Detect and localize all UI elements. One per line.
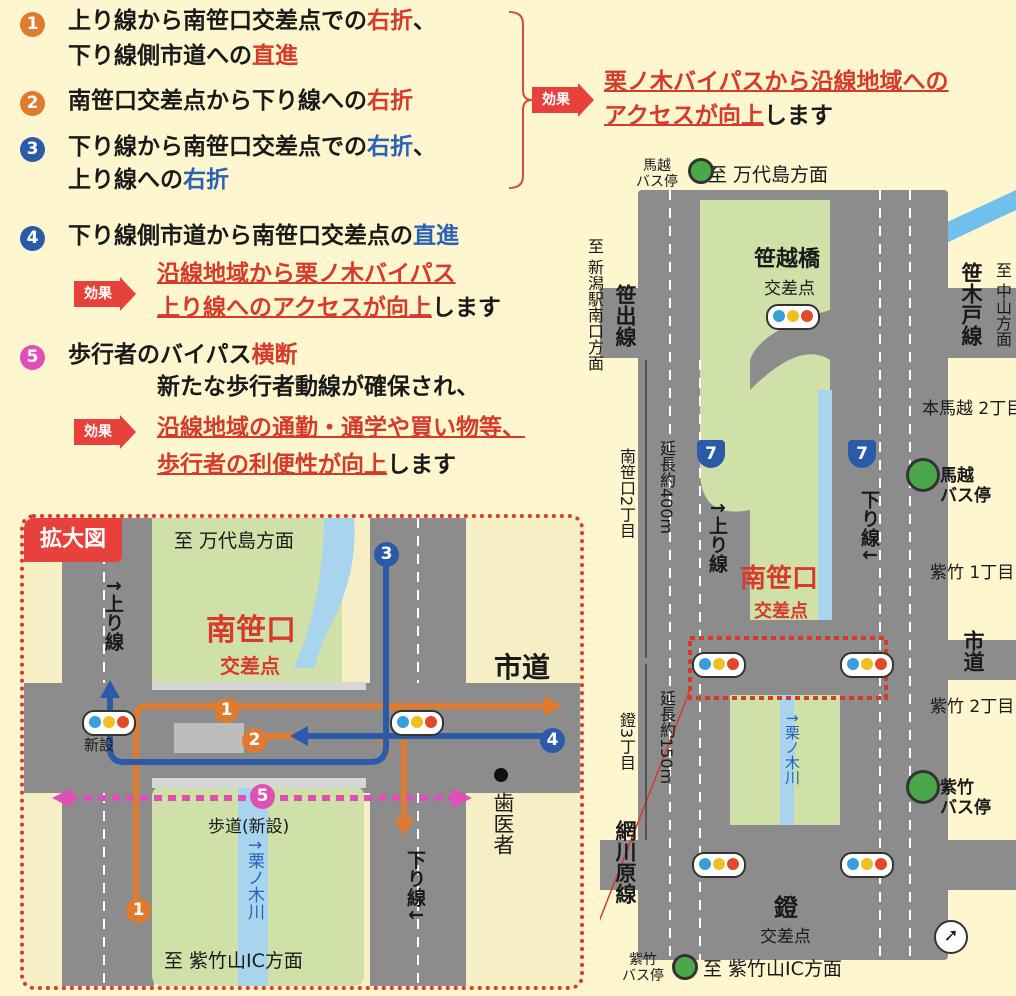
map-minami-sasaguchi: 南笹口2丁目 <box>617 448 636 539</box>
dentist-marker <box>494 768 508 782</box>
inset-route4-marker: 4 <box>540 728 565 753</box>
inset-up-line: ↑上り線 <box>102 578 124 651</box>
map-abumi-sub: 交差点 <box>760 927 811 947</box>
map-bottom-direction: 至 紫竹山IC方面 <box>703 958 842 980</box>
magoshi-bus-stop-icon <box>906 458 940 492</box>
inset-route1-marker: 1 <box>214 698 239 723</box>
map-city-road: 市道 <box>961 630 985 672</box>
north-arrow-icon: ➚ <box>934 920 968 954</box>
item1-number: 1 <box>20 12 45 37</box>
inset-route2-marker: 2 <box>242 728 267 753</box>
effect1-line2: アクセスが向上します <box>604 103 833 129</box>
map-shichiku1: 紫竹 1丁目 <box>930 563 1015 583</box>
map-sasade-line: 笹出線 <box>613 284 637 347</box>
inset-dentist: 歯医者 <box>491 792 515 855</box>
signal-abumi-left <box>692 852 746 878</box>
map-river: ↑栗ノ木川 <box>783 712 801 785</box>
item2-line1: 南笹口交差点から下り線への右折 <box>68 88 413 114</box>
effect-badge-5: 効果 <box>74 415 136 449</box>
item5-number: 5 <box>20 345 45 370</box>
bus-stop-bottom-label: 紫竹 バス停 <box>622 952 664 984</box>
effect-badge-1: 効果 <box>532 83 594 117</box>
map-kagi3: 鐙3丁目 <box>617 712 636 771</box>
inset-route5-marker: 5 <box>250 784 275 809</box>
inset-route1-marker-start: 1 <box>126 898 151 923</box>
inset-river: ↑栗ノ木川 <box>244 838 264 921</box>
map-honmagoshi: 本馬越 2丁目 <box>922 399 1016 419</box>
item4-line1: 下り線側市道から南笹口交差点の直進 <box>68 223 459 249</box>
inset-down-line: 下り線↓ <box>404 850 426 923</box>
item1-line1: 上り線から南笹口交差点での右折、 <box>68 8 436 34</box>
overview-map <box>600 190 1016 960</box>
route-shield-down: 7 <box>848 440 876 468</box>
effect-badge-4: 効果 <box>74 277 136 311</box>
inset-map: 1 1 2 3 4 5 拡大図 至 万代島方面 至 紫竹山IC方面 ↑上り線 下… <box>20 514 584 990</box>
map-top-direction: 至 万代島方面 <box>708 164 829 186</box>
inset-intersection-name: 南笹口 <box>206 613 296 648</box>
signal-minami-right <box>840 652 894 678</box>
traffic-signal <box>390 710 444 736</box>
effect4-line2: 上り線へのアクセスが向上します <box>157 295 501 321</box>
map-shichiku2: 紫竹 2丁目 <box>930 697 1015 717</box>
inset-city-road: 市道 <box>494 651 551 684</box>
map-sasagoshi-sub: 交差点 <box>764 279 815 299</box>
effect5-line1: 沿線地域の通勤・通学や買い物等、 <box>157 415 525 441</box>
map-length-150: 延長約150m <box>657 690 676 785</box>
bus-stop-top-icon <box>688 158 714 184</box>
inset-title: 拡大図 <box>24 518 122 562</box>
item3-number: 3 <box>20 137 45 162</box>
map-abumi: 鐙 <box>774 894 798 922</box>
traffic-signal-new <box>82 710 136 736</box>
signal-abumi-right <box>840 852 894 878</box>
effect1-line1: 栗ノ木バイパスから沿線地域への <box>604 69 949 95</box>
map-intersection-name: 南笹口 <box>740 564 819 594</box>
item2-number: 2 <box>20 91 45 116</box>
map-left-direction: 至 新潟駅南口方面 <box>585 238 604 372</box>
bus-stop-bottom-icon <box>672 954 698 980</box>
effect5-line2: 歩行者の利便性が向上します <box>157 452 456 478</box>
signal-minami-left <box>692 652 746 678</box>
route-shield-up: 7 <box>697 440 725 468</box>
item1-line2: 下り線側市道への直進 <box>68 43 298 69</box>
inset-top-direction: 至 万代島方面 <box>174 530 295 552</box>
map-up-line: ↑上り線 <box>706 500 728 573</box>
inset-new-signal: 新設 <box>84 736 115 754</box>
map-down-line: 下り線↓ <box>858 490 880 563</box>
map-amikawara-line: 網川原線 <box>613 820 637 904</box>
signal-sasagoshi <box>766 304 820 330</box>
item3-line1: 下り線から南笹口交差点での右折、 <box>68 134 436 160</box>
map-right-direction: 至 中山方面 <box>993 262 1012 348</box>
effect4-line1: 沿線地域から栗ノ木バイパス <box>157 261 456 287</box>
item5-line1: 歩行者のバイパス横断 <box>68 342 298 368</box>
magoshi-bus-stop-label: 馬越 バス停 <box>940 466 991 506</box>
shichiku-bus-stop-icon <box>906 770 940 804</box>
map-length-400: 延長約400m <box>657 440 676 535</box>
bus-stop-top-label: 馬越 バス停 <box>636 158 678 190</box>
map-sagito-line: 笹木戸線 <box>959 262 983 346</box>
item3-line2: 上り線への右折 <box>68 167 229 193</box>
inset-route3-marker: 3 <box>374 542 399 567</box>
bracket <box>508 11 533 189</box>
map-intersection-sub: 交差点 <box>754 601 808 622</box>
shichiku-bus-stop-label: 紫竹 バス停 <box>940 778 991 818</box>
effect5-intro: 新たな歩行者動線が確保され、 <box>157 374 480 400</box>
map-sasagoshi: 笹越橋 <box>754 247 821 272</box>
inset-bottom-direction: 至 紫竹山IC方面 <box>164 950 303 972</box>
item4-number: 4 <box>20 226 45 251</box>
inset-sidewalk: 歩道(新設) <box>208 817 290 837</box>
inset-intersection-sub: 交差点 <box>220 654 280 678</box>
